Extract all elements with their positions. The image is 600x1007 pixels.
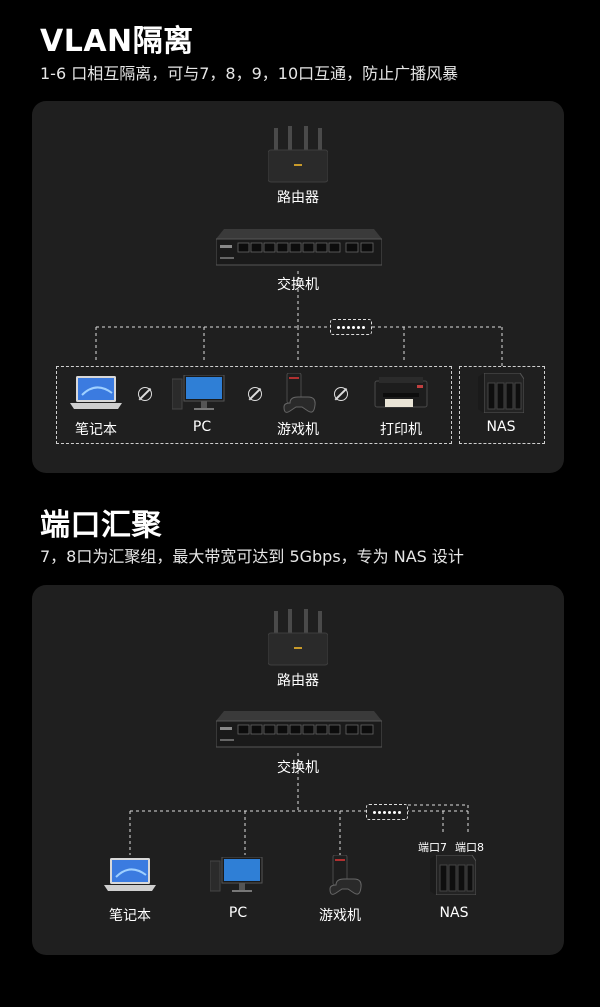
vlan-connection-lines	[95, 271, 503, 366]
section2-subtitle: 7，8口为汇聚组，最大带宽可达到 5Gbps，专为 NAS 设计	[40, 547, 464, 566]
laptop-icon	[70, 376, 122, 409]
aggregation-diagram-card: 路由器 交换机 端口7 端口8 笔记本 PC	[32, 585, 564, 955]
switch-icon	[216, 711, 382, 748]
isolated-group-box	[56, 366, 452, 444]
nas-group-box	[459, 366, 545, 444]
pc-icon	[210, 857, 263, 892]
more-ports-dots	[366, 804, 408, 820]
vlan-diagram-card: 路由器 交换机 笔记本 PC	[32, 101, 564, 473]
nas-label: NAS	[486, 419, 516, 435]
laptop-label: 笔记本	[75, 422, 117, 438]
more-ports-dots	[330, 319, 372, 335]
console-label-2: 游戏机	[319, 908, 361, 924]
laptop-icon	[104, 858, 156, 891]
game-console-icon	[329, 855, 362, 895]
section2-title: 端口汇聚	[40, 508, 162, 543]
aggregation-connection-lines	[129, 753, 469, 855]
switch-label: 交换机	[277, 277, 319, 293]
nas-label-2: NAS	[439, 905, 469, 921]
pc-label-2: PC	[228, 905, 248, 921]
laptop-label-2: 笔记本	[109, 908, 151, 924]
section1-subtitle: 1-6 口相互隔离，可与7，8，9，10口互通，防止广播风暴	[40, 64, 459, 83]
isolation-symbol-1	[138, 387, 152, 401]
nas-icon	[478, 373, 524, 413]
router-icon	[268, 126, 328, 183]
console-label: 游戏机	[277, 422, 319, 438]
switch-label-2: 交换机	[277, 760, 319, 776]
router-label-2: 路由器	[277, 673, 319, 689]
isolation-symbol-3	[334, 387, 348, 401]
pc-label: PC	[192, 419, 212, 435]
port8-label: 端口8	[455, 841, 484, 854]
switch-icon	[216, 229, 382, 266]
router-icon	[268, 609, 328, 666]
printer-icon	[374, 377, 428, 408]
section1-title: VLAN隔离	[40, 24, 194, 59]
game-console-icon	[283, 373, 316, 413]
nas-icon	[430, 855, 476, 895]
router-label: 路由器	[277, 190, 319, 206]
printer-label: 打印机	[380, 422, 422, 438]
port7-label: 端口7	[418, 841, 447, 854]
isolation-symbol-2	[248, 387, 262, 401]
pc-icon	[172, 375, 225, 410]
